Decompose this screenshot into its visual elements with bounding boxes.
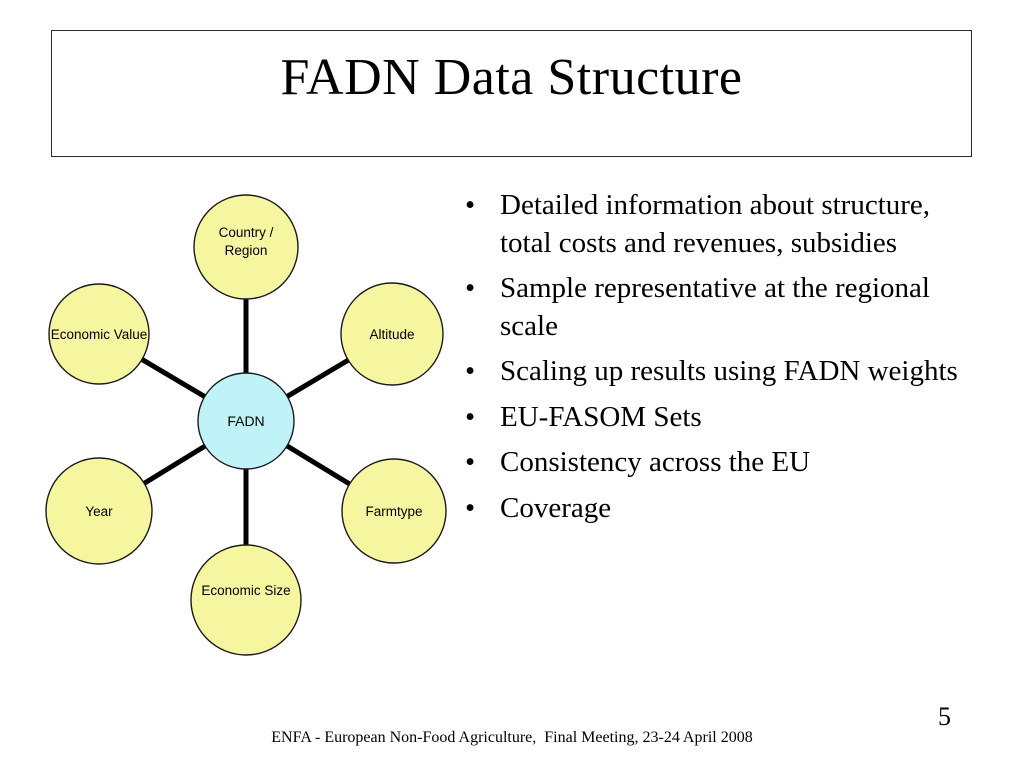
bullet-item: • Scaling up results using FADN weights [455, 353, 975, 391]
bullet-item: • Consistency across the EU [455, 444, 975, 482]
bullet-item: • EU-FASOM Sets [455, 399, 975, 437]
bullet-text: Scaling up results using FADN weights [500, 355, 958, 387]
node-label-fadn: FADN [227, 413, 264, 429]
node-circle-year[interactable] [45, 457, 153, 565]
spoke-line-farmtype [284, 443, 352, 487]
diagram-node-year[interactable]: Year [45, 457, 153, 565]
node-label-economic-size: Economic Size [201, 583, 290, 598]
diagram-node-altitude[interactable]: Altitude [340, 282, 444, 386]
hub-and-spoke-svg: Country /RegionAltitudeFarmtypeEconomic … [45, 194, 447, 656]
node-label-year: Year [85, 504, 113, 519]
node-label-altitude: Altitude [369, 327, 414, 342]
node-label-farmtype: Farmtype [365, 504, 422, 519]
bullet-item: • Sample representative at the regional s… [455, 270, 975, 345]
bullet-item: • Detailed information about structure, t… [455, 187, 975, 262]
diagram-node-country-region[interactable]: Country /Region [193, 194, 299, 300]
node-circle-economic-value[interactable] [48, 283, 150, 385]
spoke-lines-group [139, 298, 352, 546]
diagram-nodes-group: Country /RegionAltitudeFarmtypeEconomic … [45, 194, 447, 656]
node-label-economic-value: Economic Value [51, 327, 148, 342]
bullet-text: Consistency across the EU [500, 446, 811, 478]
diagram-node-farmtype[interactable]: Farmtype [341, 458, 447, 564]
node-circle-farmtype[interactable] [341, 458, 447, 564]
footer-conference-note: ENFA - European Non-Food Agriculture, Fi… [271, 729, 753, 746]
bullet-item: • Coverage [455, 490, 975, 528]
bullet-marker-icon: • [465, 355, 476, 387]
node-circle-economic-size[interactable] [190, 544, 302, 656]
node-circle-altitude[interactable] [340, 282, 444, 386]
diagram-node-economic-value[interactable]: Economic Value [48, 283, 150, 385]
slide-title-box: FADN Data Structure [51, 30, 972, 157]
bullet-marker-icon: • [465, 491, 476, 524]
page-number: 5 [938, 702, 951, 731]
node-circle-country-region[interactable] [193, 194, 299, 300]
bullet-marker-icon: • [465, 400, 476, 433]
bullet-text: EU-FASOM Sets [500, 400, 702, 433]
spoke-line-economic-value [139, 356, 207, 400]
page-title: FADN Data Structure [280, 49, 743, 106]
bullet-marker-icon: • [465, 189, 476, 221]
node-label-country-region: Country /Region [219, 225, 274, 258]
bullet-list: • Detailed information about structure, t… [455, 187, 975, 535]
spoke-line-year [142, 443, 208, 486]
bullet-text: Coverage [500, 491, 612, 524]
bullet-text: Sample representative at the regional sc… [500, 272, 930, 342]
diagram-center-node-fadn[interactable]: FADN [197, 372, 295, 470]
node-circle-fadn[interactable] [197, 372, 295, 470]
bullet-marker-icon: • [465, 446, 476, 478]
bullet-text: Detailed information about structure, to… [500, 189, 931, 259]
diagram-node-economic-size[interactable]: Economic Size [190, 544, 302, 656]
spoke-line-altitude [285, 357, 351, 400]
bullet-marker-icon: • [465, 272, 476, 304]
